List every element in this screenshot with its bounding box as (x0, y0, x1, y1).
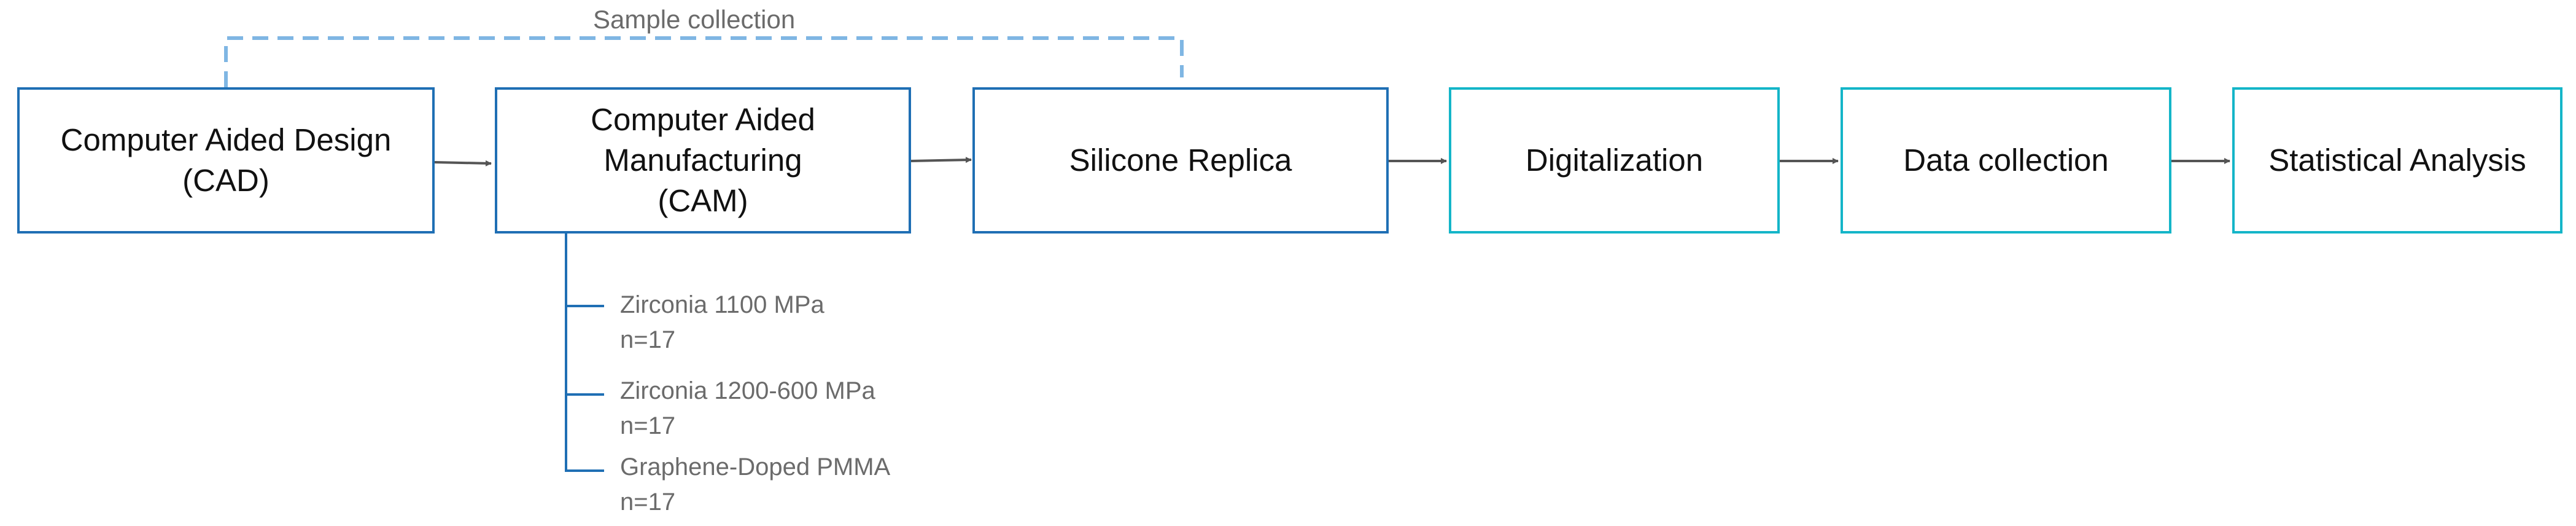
step-data-collection: Data collection (1841, 87, 2171, 234)
step-silicone-replica: Silicone Replica (972, 87, 1389, 234)
step-silicone-replica-label: Silicone Replica (1069, 143, 1292, 178)
step-digitalization-label: Digitalization (1525, 143, 1704, 178)
sample-collection-label: Sample collection (593, 5, 796, 34)
step-cam-label: Computer Aided Manufacturing (CAM) (591, 102, 815, 218)
step-cam: Computer Aided Manufacturing (CAM) (495, 87, 911, 234)
step-cad: Computer Aided Design (CAD) (17, 87, 435, 234)
step-digitalization: Digitalization (1449, 87, 1780, 234)
step-data-collection-label: Data collection (1903, 143, 2109, 178)
step-statistical-analysis-label: Statistical Analysis (2268, 143, 2526, 178)
arrow-cam-to-replica (910, 157, 972, 163)
arrow-cad-to-cam (434, 160, 492, 167)
step-cad-label: Computer Aided Design (CAD) (60, 122, 392, 198)
material-zirconia-1100: Zirconia 1100 MPa n=17 (620, 291, 824, 353)
material-graphene-doped-pmma: Graphene-Doped PMMA n=17 (620, 453, 891, 516)
sample-collection-bracket (224, 36, 1184, 87)
step-statistical-analysis: Statistical Analysis (2232, 87, 2562, 234)
material-zirconia-1200-600: Zirconia 1200-600 MPa n=17 (620, 377, 875, 439)
